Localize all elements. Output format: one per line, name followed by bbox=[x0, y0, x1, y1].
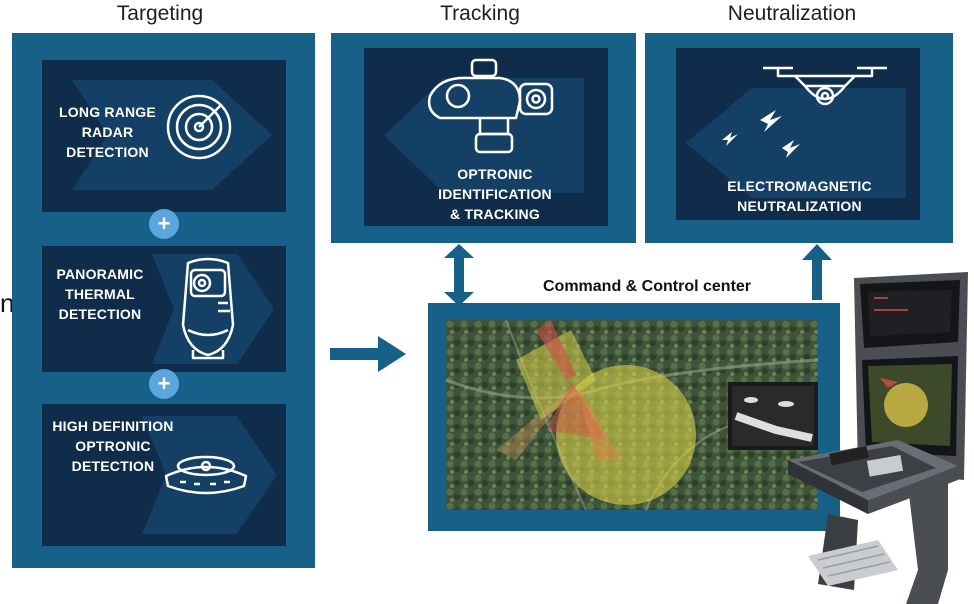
arrow-up-icon bbox=[802, 244, 832, 300]
arrow-right-icon bbox=[330, 336, 406, 372]
thermal-detection-tile bbox=[42, 246, 286, 372]
double-arrow-icon bbox=[444, 244, 474, 306]
header-tracking: Tracking bbox=[440, 2, 520, 25]
neutralization-label: ELECTROMAGNETIC NEUTRALIZATION bbox=[727, 178, 872, 214]
edge-text-fragment: n bbox=[0, 288, 15, 318]
tracking-label: OPTRONIC IDENTIFICATION & TRACKING bbox=[438, 166, 552, 222]
control-console bbox=[788, 272, 968, 604]
thermal-camera-icon bbox=[181, 257, 235, 360]
drone-icon bbox=[763, 66, 887, 106]
thermal-detection-label: PANORAMIC THERMAL DETECTION bbox=[56, 266, 144, 322]
plus-icon: + bbox=[149, 369, 179, 399]
radar-detection-tile bbox=[42, 60, 286, 212]
plus-icon: + bbox=[149, 209, 179, 239]
satellite-map bbox=[445, 319, 819, 511]
tracking-tile bbox=[364, 48, 608, 226]
lightning-icon bbox=[722, 110, 800, 158]
radar-detection-label: LONG RANGE RADAR DETECTION bbox=[59, 104, 156, 160]
header-targeting: Targeting bbox=[116, 2, 204, 25]
optronic-detection-label: HIGH DEFINITION OPTRONIC DETECTION bbox=[52, 418, 174, 474]
radar-icon bbox=[166, 94, 232, 160]
command-control-title: Command & Control center bbox=[543, 278, 752, 295]
optronic-turret-icon bbox=[427, 58, 554, 154]
optronic-sensor-icon bbox=[164, 455, 248, 495]
header-neutralization: Neutralization bbox=[727, 2, 857, 25]
